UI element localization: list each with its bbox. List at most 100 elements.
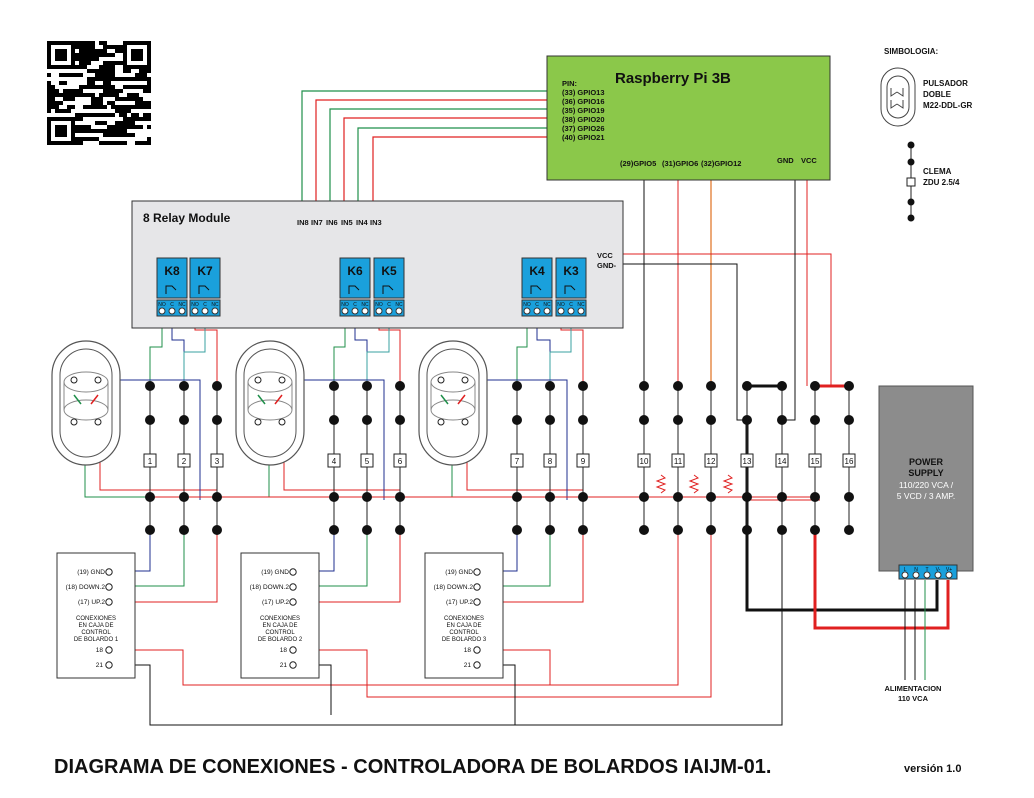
relay-module: 8 Relay Module IN8 IN7 IN6 IN5 IN4 IN3 V… <box>131 200 624 329</box>
box-signal-label: (19) GND <box>445 569 473 576</box>
rpi-pin-6: (40) GPIO21 <box>562 133 605 142</box>
contact-label: NO <box>191 302 199 308</box>
terminal-node <box>578 415 588 425</box>
legend-button-l2: DOBLE <box>923 90 952 99</box>
terminal-node <box>673 525 683 535</box>
terminal-node <box>545 415 555 425</box>
terminal-box <box>510 453 524 468</box>
terminal-number: 3 <box>215 457 220 466</box>
relay-label: K8 <box>164 264 180 278</box>
contact-label: C <box>569 302 573 308</box>
terminal-number: 8 <box>548 457 553 466</box>
diagram-title: DIAGRAMA DE CONEXIONES - CONTROLADORA DE… <box>54 756 771 778</box>
rpi-pin-gpio5: (29)GPIO5 <box>620 159 656 168</box>
resistor-icon <box>722 474 734 494</box>
rpi-title: Raspberry Pi 3B <box>615 70 731 87</box>
terminal-node <box>742 381 752 391</box>
terminal-node <box>844 525 854 535</box>
terminal-node <box>844 492 854 502</box>
contact-icon <box>278 376 286 384</box>
wire <box>100 379 201 500</box>
terminal-11: 11 <box>671 381 685 535</box>
contact-icon <box>94 418 102 426</box>
box-caption: DE BOLARDO 2 <box>258 637 303 643</box>
terminal-node <box>777 492 787 502</box>
control-box-2: (19) GND(18) DOWN.2(17) UP.2CONEXIONESEN… <box>240 552 320 679</box>
box-signal-label: (18) DOWN.2 <box>66 584 106 591</box>
screw-icon <box>191 307 199 315</box>
box-pin-label: 18 <box>280 647 288 654</box>
connector-icon <box>473 646 481 654</box>
terminal-node <box>212 381 222 391</box>
wire <box>549 316 572 386</box>
connector-icon <box>289 646 297 654</box>
box-caption: CONEXIONES <box>444 616 484 622</box>
terminal-node <box>212 415 222 425</box>
screw-icon <box>375 307 383 315</box>
relay-input-in5: IN5 <box>341 218 353 227</box>
box-signal-label: (19) GND <box>261 569 289 576</box>
terminal-node <box>673 381 683 391</box>
wires <box>77 90 950 726</box>
screw-icon <box>901 571 909 579</box>
contact-label: NO <box>523 302 531 308</box>
terminal-number: 10 <box>640 457 649 466</box>
terminal-box <box>775 453 789 468</box>
terminal-box <box>327 453 341 468</box>
contact-label: NO <box>158 302 166 308</box>
rpi-pin-gpio6: (31)GPIO6 <box>662 159 698 168</box>
terminal-node <box>706 381 716 391</box>
contact-label: NC <box>211 302 219 308</box>
terminal-node <box>145 415 155 425</box>
terminal-node <box>545 492 555 502</box>
terminal-box <box>808 453 822 468</box>
contact-label: NO <box>375 302 383 308</box>
terminal-box <box>393 453 407 468</box>
terminal-number: 5 <box>365 457 370 466</box>
screw-icon <box>557 307 565 315</box>
screw-icon <box>567 307 575 315</box>
screw-icon <box>168 307 176 315</box>
legend-button-l3: M22-DDL-GR <box>923 101 973 110</box>
relay-label: K4 <box>529 264 545 278</box>
terminal-16: 16 <box>842 381 856 535</box>
psu-label-l1: POWER <box>909 457 944 467</box>
terminal-box <box>637 453 651 468</box>
terminal-node <box>742 415 752 425</box>
contact-icon <box>254 376 262 384</box>
terminal-node <box>639 492 649 502</box>
terminal-node <box>179 415 189 425</box>
terminal-node <box>844 415 854 425</box>
box-caption: EN CAJA DE <box>262 623 297 629</box>
box-caption: CONTROL <box>265 630 295 636</box>
terminal-node <box>578 492 588 502</box>
terminal-node <box>179 381 189 391</box>
screw-icon <box>351 307 359 315</box>
terminal-number: 7 <box>515 457 520 466</box>
screw-icon <box>923 571 931 579</box>
wire <box>343 117 560 214</box>
contact-icon <box>70 418 78 426</box>
terminal-12: 12 <box>704 381 718 535</box>
connector-icon <box>473 583 481 591</box>
psu-spec-l2: 5 VCD / 3 AMP. <box>897 491 955 501</box>
terminal-node <box>145 381 155 391</box>
terminal-box <box>360 453 374 468</box>
terminal-node <box>362 415 372 425</box>
contact-label: NO <box>557 302 565 308</box>
box-signal-label: (18) DOWN.2 <box>250 584 290 591</box>
box-signal-label: (17) UP.2 <box>78 599 105 606</box>
wire <box>372 136 560 214</box>
psu-terminal-label: T <box>925 567 928 573</box>
contact-icon <box>461 376 469 384</box>
relay-module-title: 8 Relay Module <box>143 211 231 225</box>
relay-label: K3 <box>563 264 579 278</box>
terminal-node <box>810 525 820 535</box>
terminal-node <box>578 381 588 391</box>
wire <box>516 316 528 386</box>
terminal-node <box>706 492 716 502</box>
raspberry-pi-board: Raspberry Pi 3B PIN: (33) GPIO13 (36) GP… <box>546 55 831 181</box>
relay-input-in4: IN4 <box>356 218 369 227</box>
terminal-13: 13 <box>740 381 754 535</box>
contact-icon <box>70 376 78 384</box>
